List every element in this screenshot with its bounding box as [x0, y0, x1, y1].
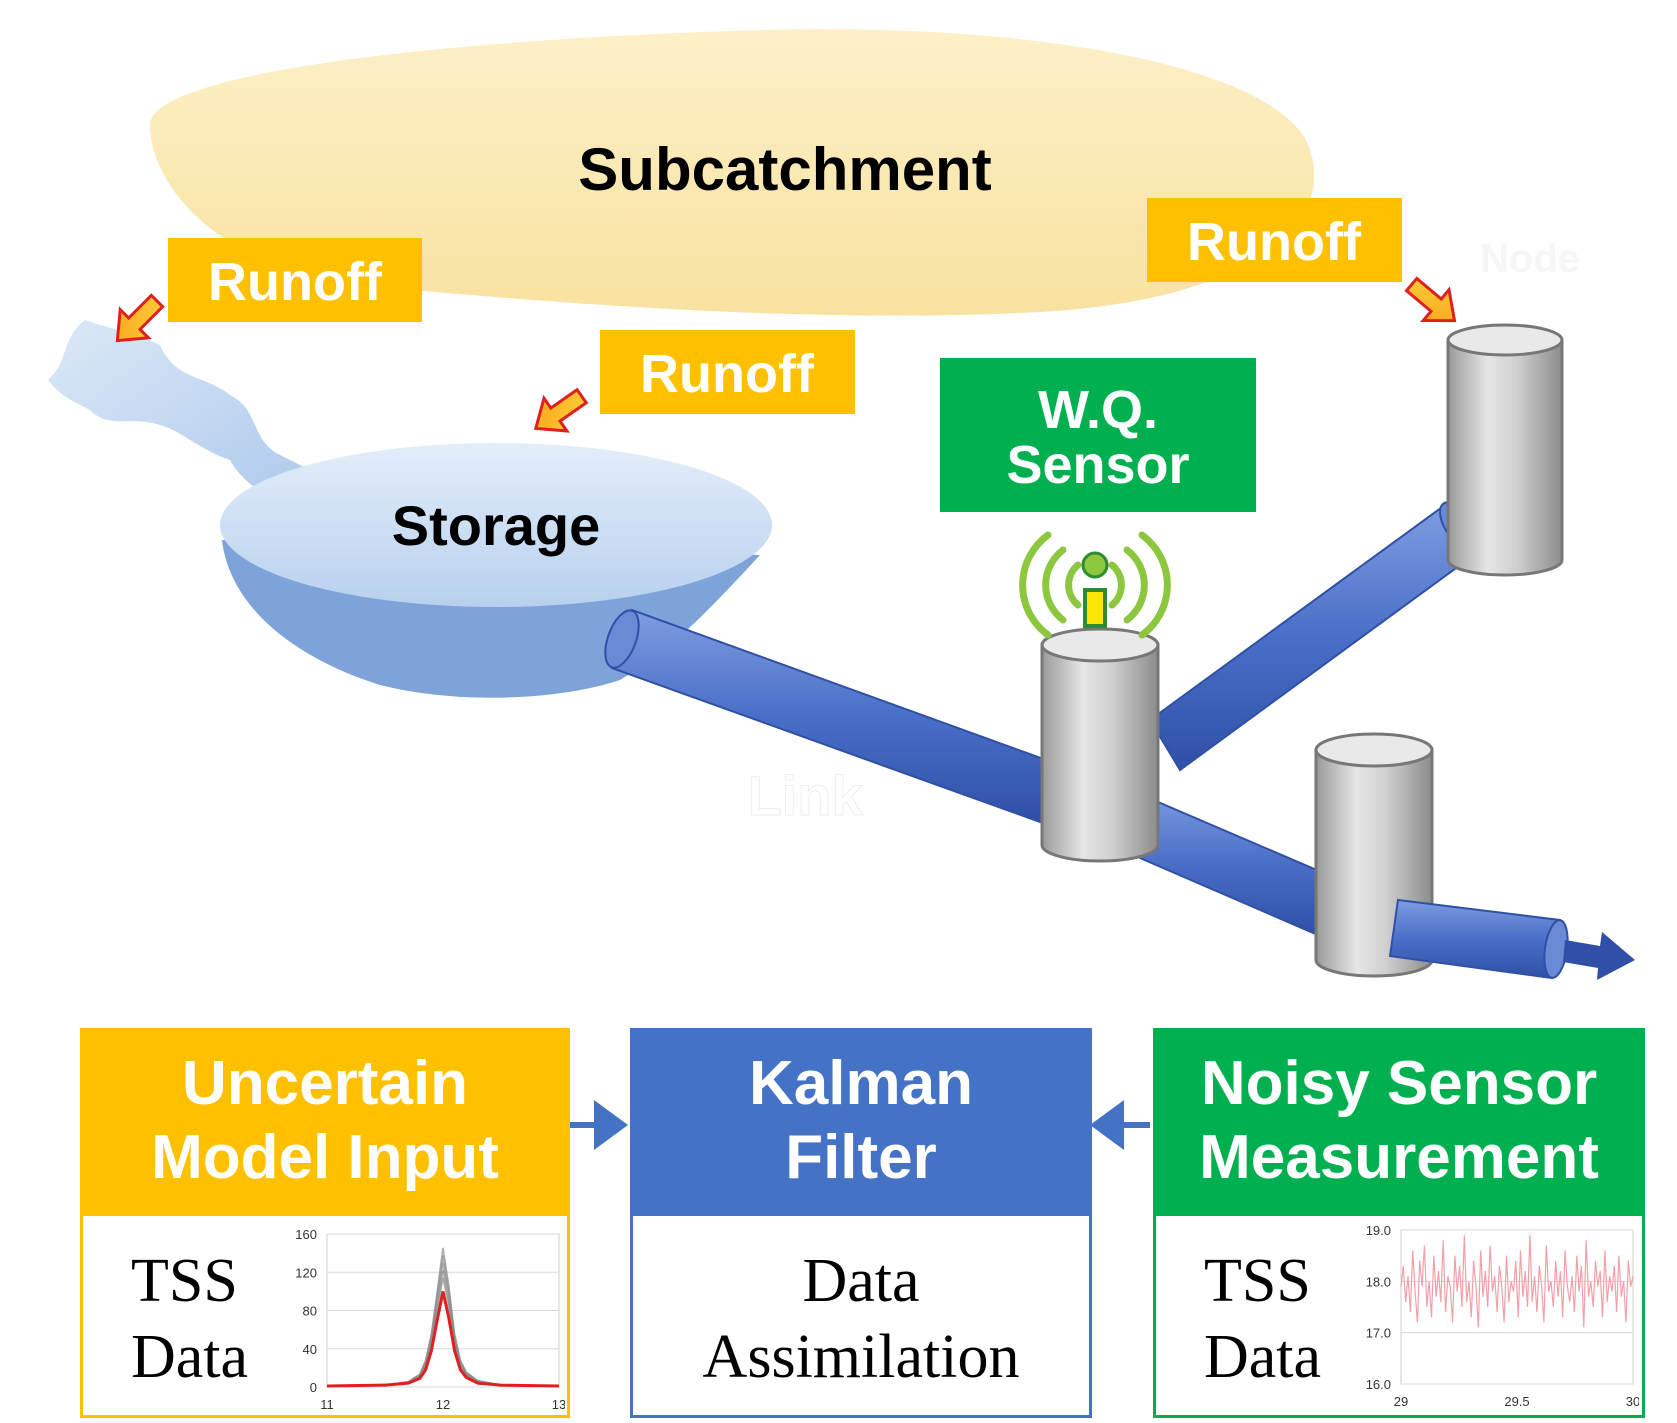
svg-text:Runoff: Runoff — [1187, 212, 1362, 272]
model-chart-y-tick-label: 0 — [310, 1380, 317, 1395]
sensor-measurement-body-line1: TSS — [1204, 1247, 1311, 1315]
model-chart-y-tick-label: 160 — [295, 1227, 317, 1242]
storage-top — [220, 443, 772, 607]
kalman-filter-title: Kalman Filter — [633, 1031, 1089, 1216]
kalman-filter-body-line1: Data — [802, 1247, 920, 1315]
sensor-measurement-body-line2: Data — [1204, 1323, 1322, 1391]
model-chart-x-tick-label: 11 — [320, 1397, 334, 1412]
runoff-label-left: Runoff — [168, 238, 422, 322]
model-chart-y-tick-label: 40 — [303, 1342, 317, 1357]
kalman-filter-title-line2: Filter — [785, 1123, 937, 1192]
model-input-body-line2: Data — [131, 1323, 249, 1391]
node-label: Node — [1480, 237, 1580, 281]
manhole-center — [1040, 627, 1160, 863]
svg-text:Runoff: Runoff — [640, 344, 815, 404]
link-pipe-outlet — [1388, 898, 1569, 980]
subcatchment-area — [150, 29, 1315, 316]
sensor-chart-x-tick-label: 29 — [1394, 1394, 1408, 1409]
model-input-chart: 0 40 80 120 160 11 12 13 — [295, 1227, 565, 1412]
link-pipe-main — [604, 608, 1062, 824]
model-chart-series-mean — [326, 1291, 560, 1388]
sensor-chart-series-noisy — [1400, 1235, 1634, 1328]
model-chart-y-tick-label: 80 — [303, 1304, 317, 1319]
runoff-label-middle: Runoff — [600, 330, 855, 414]
wq-sensor-box — [940, 358, 1256, 512]
model-input-panel: Uncertain Model Input TSS Data 0 40 80 120 1… — [80, 1028, 570, 1418]
link-pipe-diagonal — [1148, 501, 1483, 772]
kalman-filter-body-line2: Assimilation — [702, 1323, 1020, 1391]
model-input-title-line1: Uncertain — [182, 1049, 468, 1118]
model-chart-y-tick-label: 120 — [295, 1265, 317, 1280]
flow-arrow-model-to-kalman-icon — [568, 1100, 628, 1150]
storage-label: Storage — [392, 494, 601, 557]
model-chart-series-ensemble-member — [326, 1269, 560, 1387]
model-input-body-line1: TSS — [131, 1247, 238, 1315]
model-input-body: TSS Data 0 40 80 120 160 11 12 13 — [83, 1216, 567, 1415]
sensor-measurement-chart: 16.0 17.0 18.0 19.0 29 29.5 30 — [1366, 1223, 1639, 1409]
wireless-sensor-icon — [1019, 531, 1171, 639]
model-chart-x-tick-label: 13 — [552, 1397, 565, 1412]
svg-text:Runoff: Runoff — [208, 252, 383, 312]
subcatchment-label: Subcatchment — [578, 136, 991, 203]
sensor-measurement-title: Noisy Sensor Measurement — [1156, 1031, 1642, 1216]
link-label: Link — [747, 764, 863, 827]
runoff-label-right: Runoff — [1147, 198, 1402, 282]
sensor-measurement-title-line2: Measurement — [1199, 1123, 1599, 1192]
model-chart-x-tick-label: 12 — [436, 1397, 450, 1412]
sensor-measurement-panel: Noisy Sensor Measurement TSS Data 16.0 17… — [1153, 1028, 1645, 1418]
model-chart-series-ensemble-member — [326, 1255, 560, 1387]
sensor-measurement-body: TSS Data 16.0 17.0 18.0 19.0 29 29.5 30 — [1156, 1216, 1642, 1415]
model-input-title-line2: Model Input — [151, 1123, 499, 1192]
runoff-arrow-middle-icon — [533, 387, 589, 433]
runoff-arrow-right-icon — [1404, 276, 1457, 323]
wq-sensor-label-line2: Sensor — [1006, 435, 1189, 495]
kalman-filter-title-line1: Kalman — [749, 1049, 973, 1118]
kalman-filter-body: Data Assimilation — [633, 1216, 1089, 1415]
model-input-title: Uncertain Model Input — [83, 1031, 567, 1216]
model-chart-series-ensemble-member — [326, 1247, 560, 1387]
sensor-chart-y-tick-label: 17.0 — [1366, 1326, 1391, 1341]
manhole-top-right — [1446, 323, 1564, 577]
sensor-chart-y-tick-label: 19.0 — [1366, 1223, 1391, 1238]
sensor-chart-x-tick-label: 30 — [1626, 1394, 1639, 1409]
sensor-chart-plot-frame — [1400, 1229, 1634, 1385]
kalman-filter-panel: Kalman Filter Data Assimilation — [630, 1028, 1092, 1418]
sensor-chart-y-tick-label: 16.0 — [1366, 1377, 1391, 1392]
sensor-chart-y-tick-label: 18.0 — [1366, 1274, 1391, 1289]
sensor-chart-x-tick-label: 29.5 — [1504, 1394, 1529, 1409]
flow-arrow-sensor-to-kalman-icon — [1090, 1100, 1150, 1150]
runoff-arrow-left-icon — [115, 293, 165, 343]
wq-sensor-label-line1: W.Q. — [1038, 380, 1158, 440]
sensor-measurement-title-line1: Noisy Sensor — [1200, 1049, 1598, 1118]
river-water — [48, 320, 340, 520]
outflow-arrow — [1563, 932, 1635, 980]
